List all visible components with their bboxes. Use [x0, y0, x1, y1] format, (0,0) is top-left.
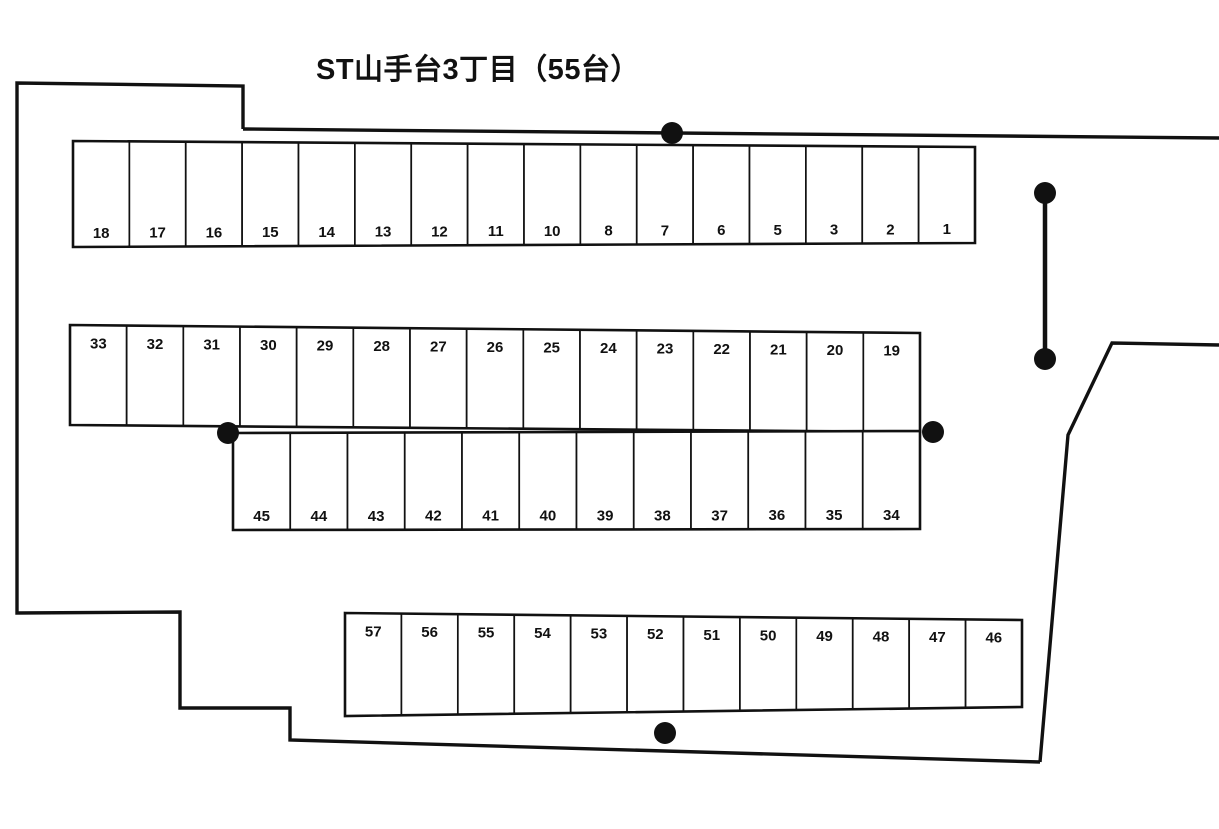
stall-number-41: 41	[482, 508, 499, 525]
stall-number-2: 2	[886, 221, 894, 238]
stall-number-20: 20	[827, 342, 844, 359]
stall-number-31: 31	[203, 336, 220, 353]
marker-dot-mid-left	[217, 422, 239, 444]
marker-dot-bottom-drive	[654, 722, 676, 744]
marker-dot-gate-bottom	[1034, 348, 1056, 370]
marker-dot-mid-right	[922, 421, 944, 443]
stall-number-25: 25	[543, 340, 560, 357]
row-3: 45 44 43 42 41 40 39 38 37 36 35 34	[231, 429, 922, 532]
stall-number-48: 48	[873, 629, 890, 646]
row-4: 57 56 55 54 53 52 51 50 49 48 47 46	[343, 611, 1024, 718]
stall-number-19: 19	[883, 343, 900, 360]
stall-number-21: 21	[770, 342, 787, 359]
stall-number-12: 12	[431, 223, 448, 240]
stall-number-37: 37	[711, 507, 728, 524]
stall-number-7: 7	[661, 222, 669, 239]
site-boundary-right-edge	[1038, 341, 1219, 763]
site-boundary-top-edge	[242, 127, 1219, 140]
stall-number-39: 39	[597, 507, 614, 524]
stall-number-15: 15	[262, 224, 279, 241]
stall-number-50: 50	[760, 627, 777, 644]
stall-number-24: 24	[600, 340, 617, 357]
stall-number-35: 35	[826, 507, 843, 524]
stall-number-47: 47	[929, 629, 946, 646]
stall-number-42: 42	[425, 508, 442, 525]
stall-number-51: 51	[703, 627, 720, 644]
stall-number-40: 40	[540, 508, 557, 525]
stall-number-29: 29	[317, 337, 334, 354]
stall-number-23: 23	[657, 341, 674, 358]
stall-number-43: 43	[368, 508, 385, 525]
stall-number-55: 55	[478, 624, 495, 641]
row-4-frame	[343, 611, 1024, 718]
stall-number-44: 44	[311, 508, 328, 525]
stall-number-17: 17	[149, 225, 166, 242]
stall-number-13: 13	[375, 224, 392, 241]
row-2: 33 32 31 30 29 28 27 26 25 24 23 22 21 20 19	[68, 323, 922, 434]
stall-number-5: 5	[774, 222, 782, 239]
stall-number-10: 10	[544, 223, 561, 240]
stall-number-11: 11	[488, 223, 504, 240]
stall-number-22: 22	[713, 341, 730, 358]
stall-number-32: 32	[147, 336, 164, 353]
marker-dot-gate-top	[1034, 182, 1056, 204]
stall-number-49: 49	[816, 628, 833, 645]
stall-number-36: 36	[769, 507, 786, 524]
stall-number-28: 28	[373, 338, 390, 355]
stall-number-34: 34	[883, 507, 900, 524]
row-1-frame	[71, 139, 977, 249]
stall-number-38: 38	[654, 507, 671, 524]
page-title: ST山手台3丁目（55台）	[316, 52, 640, 86]
stall-number-56: 56	[421, 624, 438, 641]
stall-number-1: 1	[943, 221, 951, 238]
marker-dot-top-drive	[661, 122, 683, 144]
gate-barrier	[1034, 182, 1056, 370]
stall-number-46: 46	[985, 630, 1002, 647]
stall-number-54: 54	[534, 625, 551, 642]
stall-number-16: 16	[206, 224, 223, 241]
stall-number-53: 53	[591, 626, 608, 643]
stall-number-52: 52	[647, 626, 664, 643]
row-1: 18 17 16 15 14 13 12 11 10 8 7 6 5 3 2 1	[71, 139, 977, 249]
row-3-frame	[231, 429, 922, 532]
stall-number-26: 26	[487, 339, 504, 356]
stall-number-18: 18	[93, 225, 110, 242]
stall-number-3: 3	[830, 222, 838, 239]
stall-number-33: 33	[90, 335, 107, 352]
stall-number-30: 30	[260, 337, 277, 354]
marker-dots-layer	[217, 122, 944, 744]
stall-number-8: 8	[604, 223, 612, 240]
site-boundary-upper	[15, 81, 1041, 764]
stall-number-6: 6	[717, 222, 725, 239]
stall-number-45: 45	[253, 508, 270, 525]
stall-number-27: 27	[430, 338, 447, 355]
stall-number-57: 57	[365, 623, 382, 640]
stall-number-14: 14	[318, 224, 335, 241]
